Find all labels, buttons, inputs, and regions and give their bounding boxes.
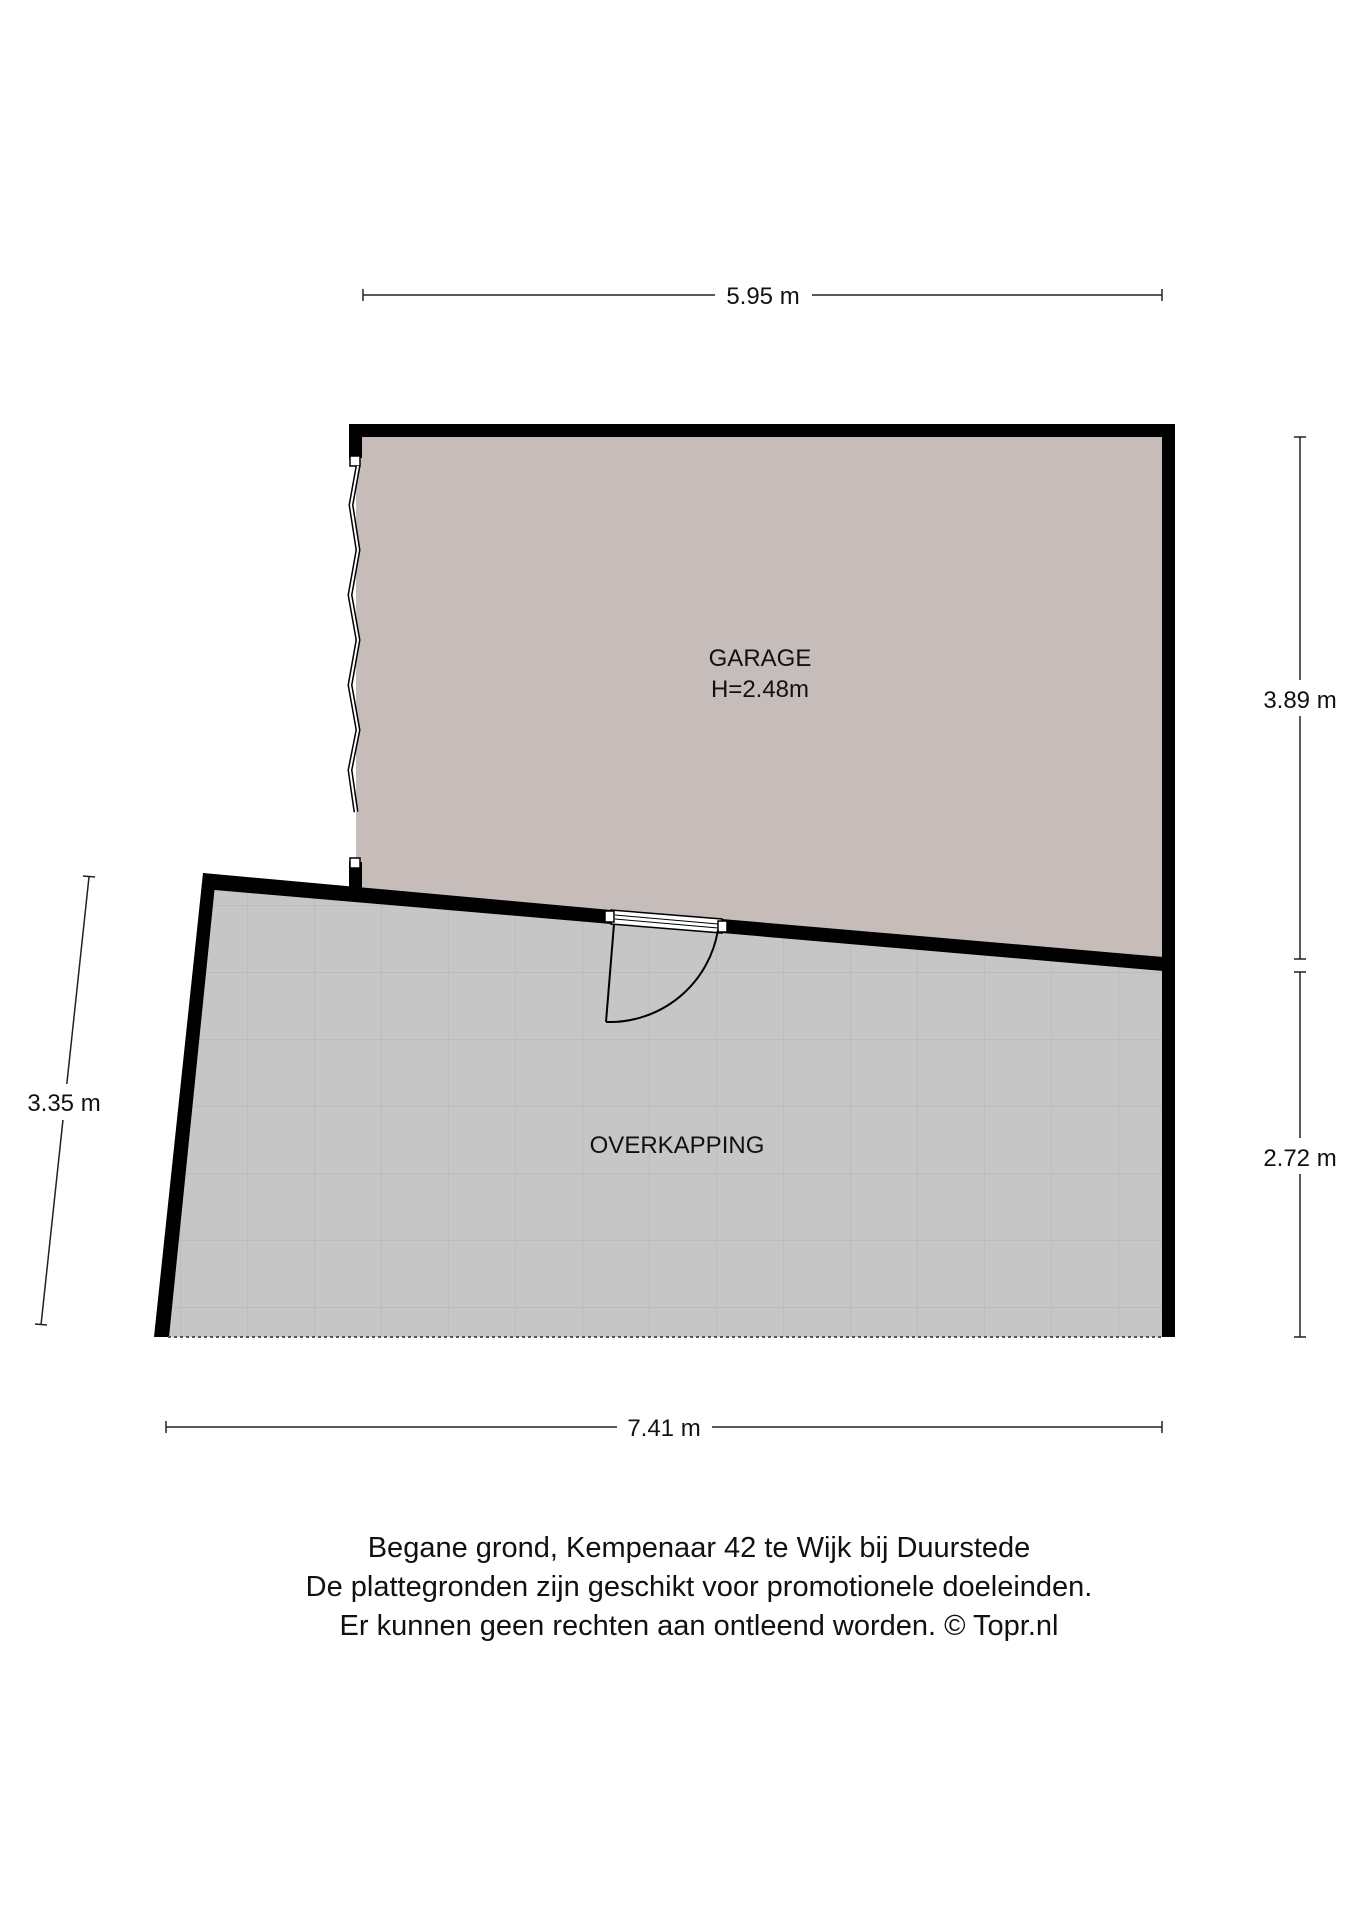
room-label-garage: GARAGE (709, 645, 812, 672)
room-height-garage: H=2.48m (711, 676, 809, 703)
dim-right-upper: 3.89 m (1263, 687, 1336, 714)
dim-right-lower: 2.72 m (1263, 1145, 1336, 1172)
room-label-overkapping: OVERKAPPING (590, 1132, 765, 1159)
garage-door-jamb-top (349, 455, 361, 467)
overkapping-floor (156, 877, 1162, 1337)
garage-floor (356, 430, 1168, 959)
footer-line-3: Er kunnen geen rechten aan ontleend word… (340, 1610, 1059, 1642)
garage-door-jamb-bottom (349, 857, 361, 869)
door (604, 909, 728, 1024)
dim-bottom: 7.41 m (627, 1415, 700, 1442)
footer-line-1: Begane grond, Kempenaar 42 te Wijk bij D… (368, 1532, 1031, 1564)
dim-top: 5.95 m (726, 283, 799, 310)
walls (154, 424, 1175, 1337)
footer-line-2: De plattegronden zijn geschikt voor prom… (306, 1571, 1093, 1603)
dim-left: 3.35 m (27, 1090, 100, 1117)
